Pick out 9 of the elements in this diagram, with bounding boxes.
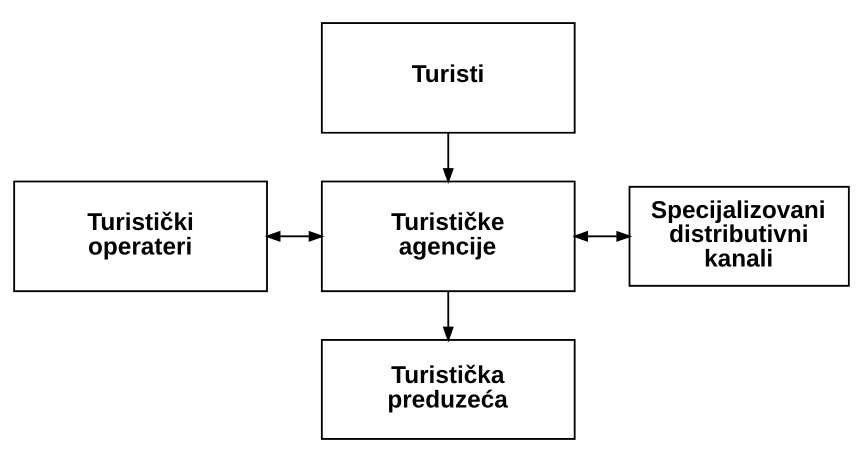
arrow xyxy=(572,230,632,242)
arrow xyxy=(264,230,325,242)
arrow xyxy=(442,132,454,184)
node-box: Turisti xyxy=(320,22,576,134)
node-box: Turistička preduzeća xyxy=(320,338,576,440)
node-box: Turističke agencije xyxy=(320,180,576,292)
arrow xyxy=(442,291,454,342)
node-box: Turistički operateri xyxy=(13,180,268,292)
node-box: Specijalizovani distributivni kanali xyxy=(628,186,850,287)
